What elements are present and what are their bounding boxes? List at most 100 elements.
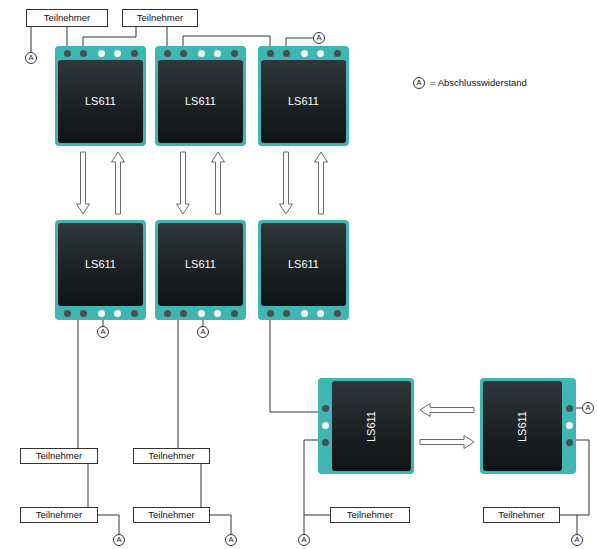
terminal-screw [317, 50, 324, 57]
terminal-screw [198, 50, 205, 57]
terminator-callout: A [25, 52, 37, 64]
subscriber-label: Teilnehmer [36, 510, 82, 520]
subscriber-label: Teilnehmer [137, 13, 183, 23]
device-label: LS611 [185, 96, 216, 107]
subscriber-box: Teilnehmer [483, 507, 560, 523]
terminator-lead [286, 38, 313, 46]
terminal-screw [80, 50, 87, 57]
ls611-device: LS611 [55, 46, 146, 146]
terminal-screw [322, 422, 329, 429]
terminal-screw [566, 422, 573, 429]
terminal-screw [64, 310, 71, 317]
terminal-screw [164, 50, 171, 57]
terminal-screw [334, 310, 341, 317]
terminal-screw [80, 310, 87, 317]
data-flow-arrow [177, 152, 190, 214]
terminal-screw [198, 310, 205, 317]
terminal-screw [566, 439, 573, 446]
terminal-screw [164, 310, 171, 317]
terminator-leads [31, 27, 582, 534]
terminal-screw [214, 50, 221, 57]
terminal-screw [98, 50, 105, 57]
device-label: LS611 [288, 96, 319, 107]
terminal-screw [334, 50, 341, 57]
data-flow-arrow [315, 152, 328, 214]
terminal-screw [283, 310, 290, 317]
terminator-lead [304, 515, 305, 534]
device-label: LS611 [366, 411, 377, 442]
terminal-screw [267, 310, 274, 317]
terminal-screw [131, 50, 138, 57]
terminal-screw [301, 310, 308, 317]
terminator-callout: A [413, 77, 425, 89]
terminator-lead [98, 515, 119, 534]
terminal-screw [267, 50, 274, 57]
subscriber-box: Teilnehmer [133, 507, 210, 523]
terminal-screw [231, 310, 238, 317]
bus-wire [270, 320, 318, 412]
terminal-screw [64, 50, 71, 57]
ls611-device: LS611 [480, 378, 576, 474]
terminal-screw [283, 50, 290, 57]
subscriber-box: Teilnehmer [330, 507, 410, 523]
subscriber-box: Teilnehmer [122, 9, 198, 27]
bus-wire [178, 320, 179, 448]
terminator-lead [210, 515, 231, 534]
terminal-screw [114, 50, 121, 57]
bus-wire [201, 464, 202, 507]
terminal-screw [180, 50, 187, 57]
data-flow-arrow [420, 436, 474, 449]
device-label: LS611 [85, 96, 116, 107]
bus-wire [88, 464, 89, 507]
terminator-lead [31, 27, 32, 52]
subscriber-label: Teilnehmer [148, 451, 194, 461]
subscriber-label: Teilnehmer [36, 451, 82, 461]
terminator-callout: A [313, 32, 325, 44]
bus-wire [78, 320, 79, 448]
terminator-callout: A [113, 534, 125, 546]
device-label: LS611 [85, 259, 116, 270]
subscriber-box: Teilnehmer [20, 507, 98, 523]
ls611-device: LS611 [258, 220, 349, 320]
bus-wire [167, 27, 168, 46]
bus-wire [83, 27, 136, 46]
terminal-screw [180, 310, 187, 317]
terminator-callout: A [582, 402, 594, 414]
ls611-device: LS611 [258, 46, 349, 146]
terminal-screw [566, 405, 573, 412]
terminal-screw [322, 439, 329, 446]
terminal-screw [231, 50, 238, 57]
terminal-screw [317, 310, 324, 317]
subscriber-label: Teilnehmer [44, 13, 90, 23]
data-flow-arrow [212, 152, 225, 214]
ls611-device: LS611 [55, 220, 146, 320]
subscriber-box: Teilnehmer [20, 448, 98, 464]
device-label: LS611 [185, 259, 216, 270]
ls611-device: LS611 [155, 46, 246, 146]
terminal-screw [114, 310, 121, 317]
subscriber-box: Teilnehmer [26, 9, 108, 27]
subscriber-label: Teilnehmer [498, 510, 544, 520]
terminator-callout: A [298, 534, 310, 546]
terminator-callout: A [225, 534, 237, 546]
data-flow-arrow [280, 152, 293, 214]
terminal-screw [98, 310, 105, 317]
bus-wire [183, 36, 270, 46]
subscriber-label: Teilnehmer [148, 510, 194, 520]
terminal-screw [322, 405, 329, 412]
bus-wire [67, 27, 68, 46]
ls611-device: LS611 [318, 378, 414, 474]
terminal-screw [301, 50, 308, 57]
subscriber-box: Teilnehmer [133, 448, 210, 464]
terminal-screw [214, 310, 221, 317]
device-label: LS611 [288, 259, 319, 270]
data-flow-arrow [420, 404, 474, 417]
ls611-device: LS611 [155, 220, 246, 320]
subscriber-label: Teilnehmer [347, 510, 393, 520]
legend-text: = Abschlusswiderstand [430, 78, 527, 88]
data-flow-arrow [77, 152, 90, 214]
terminator-callout: A [571, 534, 583, 546]
terminal-screw [131, 310, 138, 317]
terminator-callout: A [197, 326, 209, 338]
terminator-lead [577, 515, 578, 534]
